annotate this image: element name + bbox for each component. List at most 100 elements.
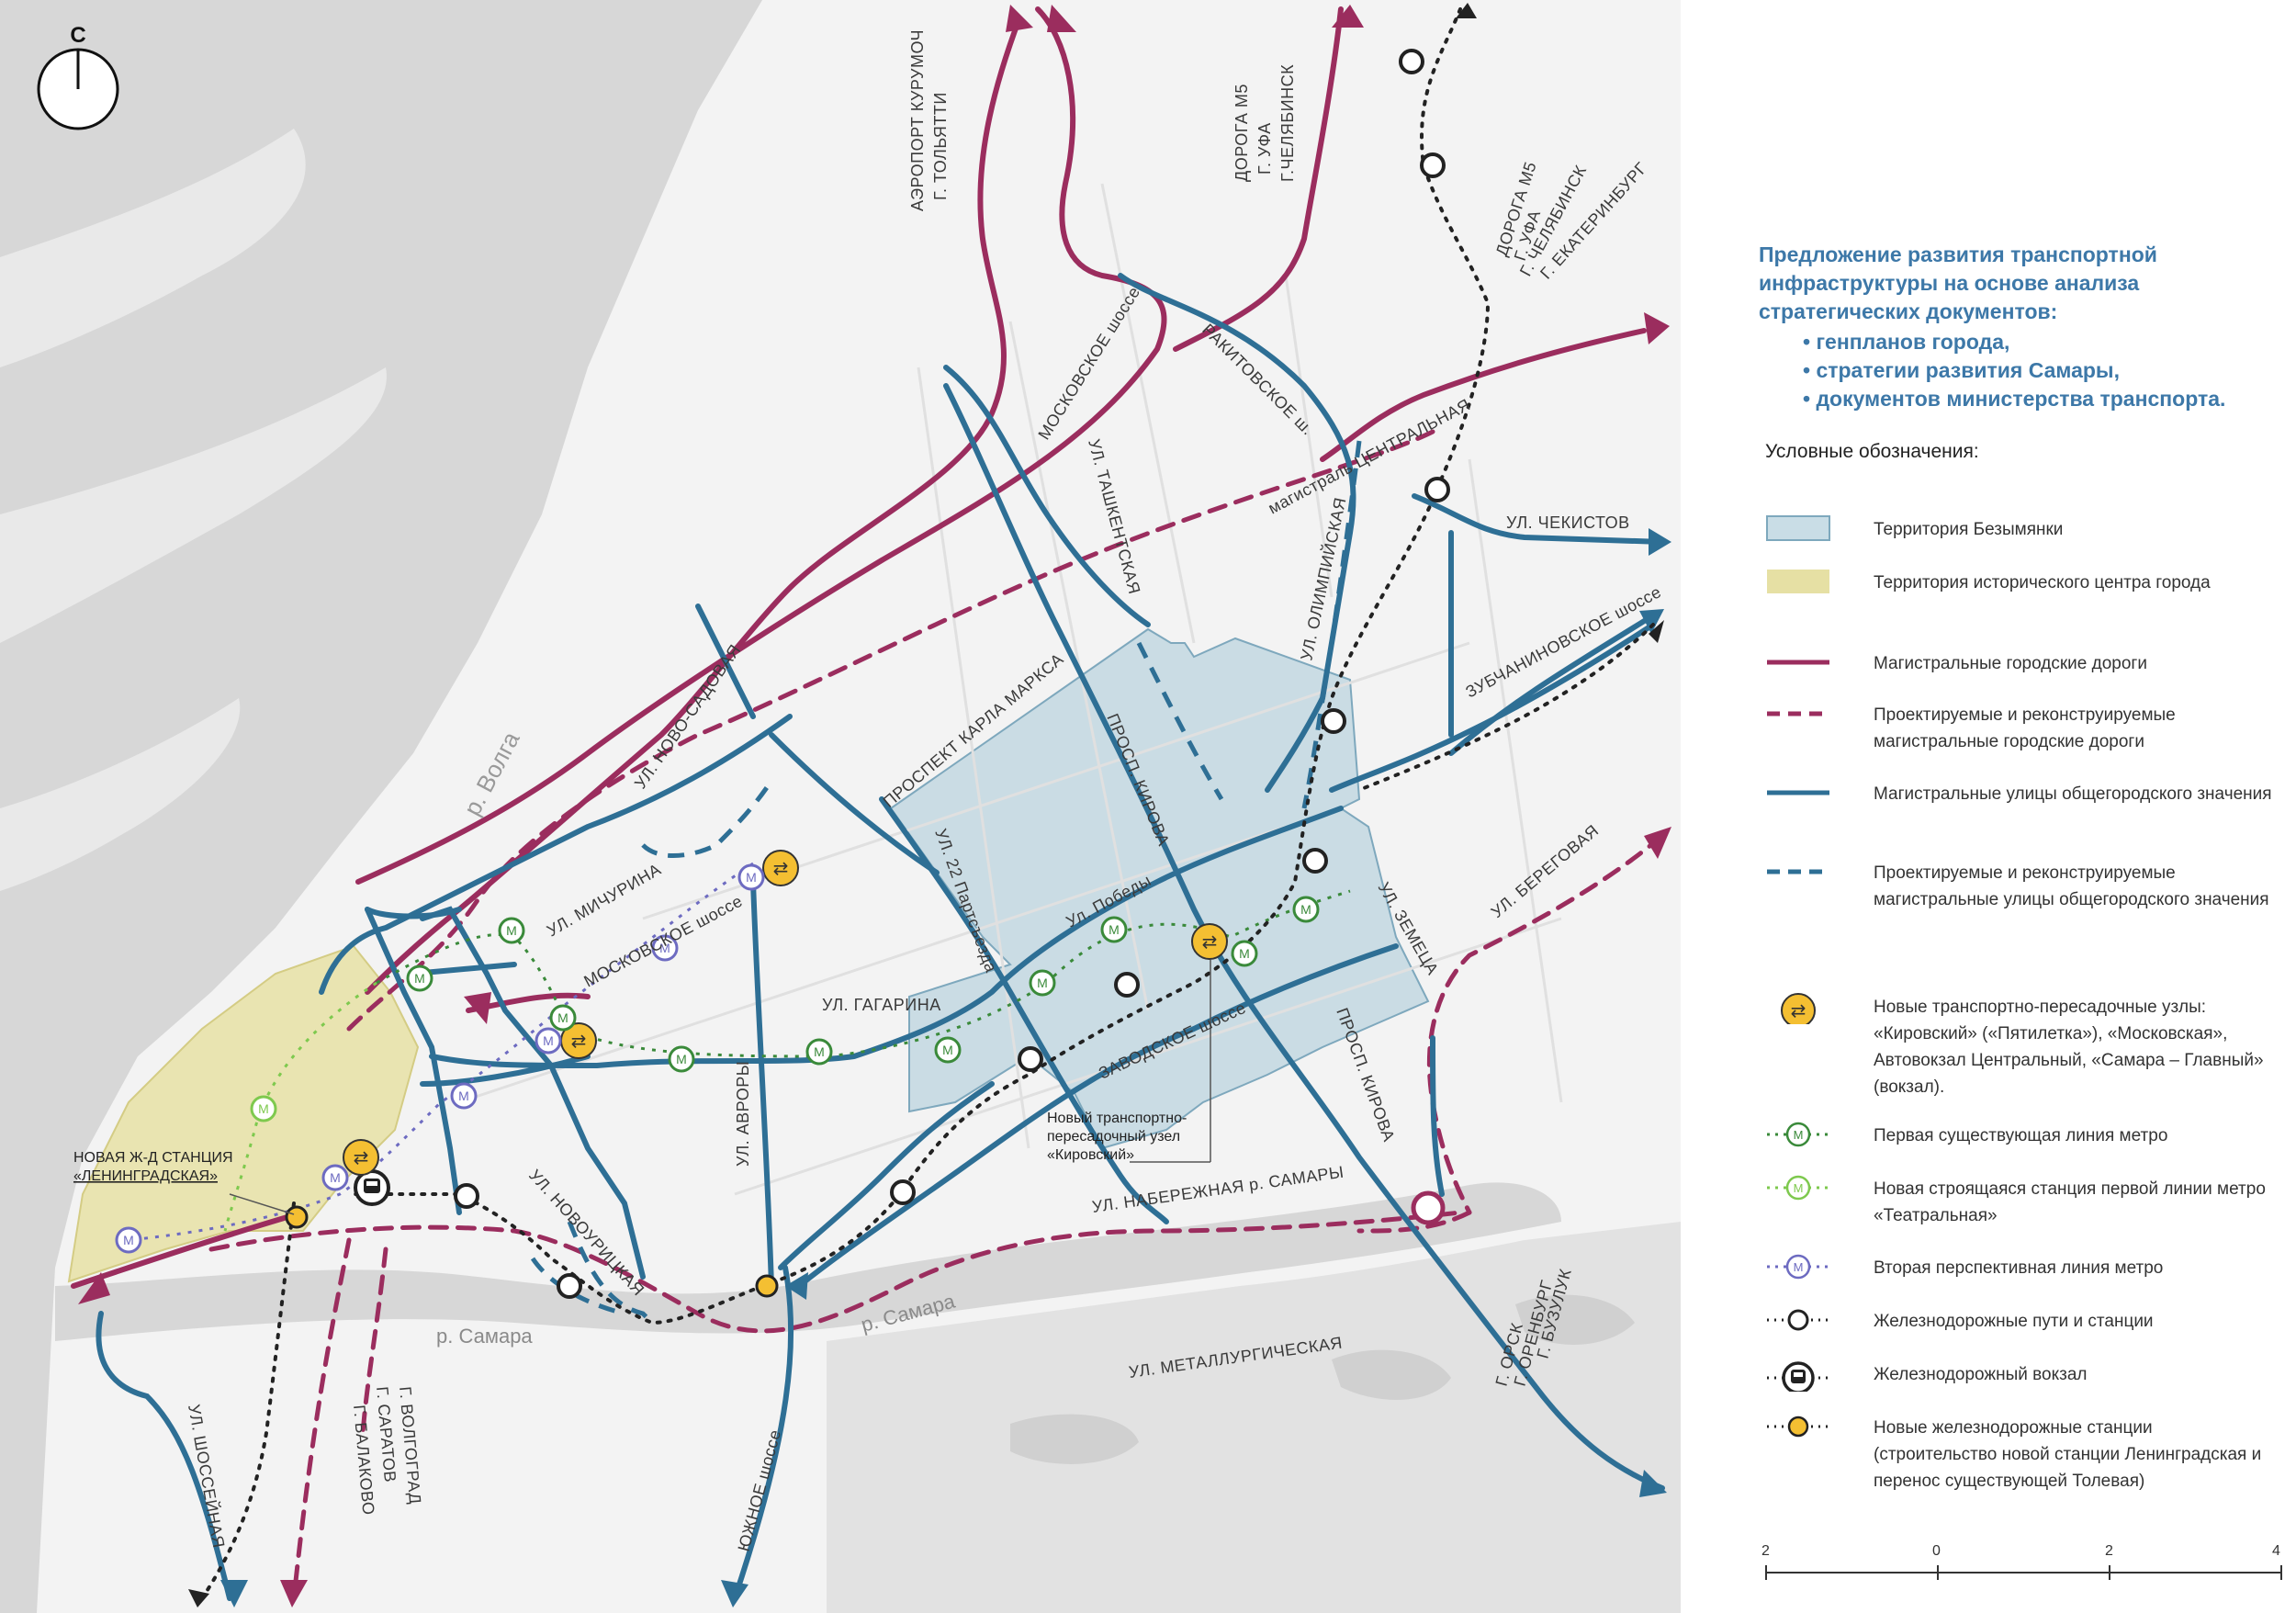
legend-label: Магистральные улицы общегородского значе…	[1874, 784, 2272, 804]
road-volgograd	[360, 1246, 388, 1436]
street-novo-sadovaya	[319, 714, 793, 995]
metro-line-1	[376, 889, 1351, 1058]
railway-arrows	[188, 3, 1664, 1607]
label-avrory: УЛ. АВРОРЫ	[734, 1061, 752, 1167]
main-streets	[96, 273, 1665, 1601]
street-partsezda	[879, 796, 1169, 1224]
legend-label: Первая существующая линия метро	[1874, 1126, 2168, 1145]
street-east-south	[1430, 1035, 1445, 1197]
street-rakitovskoe	[1118, 273, 1356, 793]
label-samara: р. Самара	[436, 1325, 533, 1348]
metro-station	[934, 1036, 962, 1064]
metro-stations-line-2	[115, 863, 765, 1254]
svg-text:⇄: ⇄	[773, 857, 789, 879]
label-tolyatti: Г. ТОЛЬЯТТИ	[931, 92, 950, 200]
metro-station-new: М	[250, 1095, 277, 1122]
title-bullets: генпланов города, стратегии развития Сам…	[1759, 328, 2273, 413]
street-ushossejnaya	[96, 1311, 232, 1601]
legend-label: Магистральные городские дороги	[1874, 654, 2147, 673]
metro-symbol: М	[676, 1052, 687, 1066]
street-north-link	[943, 365, 1151, 627]
metro-station	[498, 917, 525, 944]
metro-symbol: М	[814, 1044, 825, 1059]
label-gagarina: УЛ. ГАГАРИНА	[822, 996, 941, 1014]
projected-road-swatch	[1767, 711, 1829, 716]
metro-station	[668, 1045, 695, 1073]
projected-streets	[530, 440, 1362, 1325]
north-arrow: С	[37, 23, 119, 130]
metro-station	[549, 1004, 577, 1032]
floodplain-lakes	[1010, 1294, 1635, 1464]
legend-item-main-streets: Магистральные улицы общегородского значе…	[1765, 779, 2279, 806]
hub-kirovsky: ⇄	[1191, 923, 1228, 960]
transfer-hub-icon: ⇄	[1781, 993, 1816, 1024]
metro-symbol: М	[942, 1043, 953, 1057]
legend-label: Железнодорожные пути и станции	[1874, 1312, 2154, 1331]
historic-center-swatch	[1767, 570, 1829, 593]
samara-river	[55, 1182, 1561, 1341]
scale-ruler	[1765, 1565, 2282, 1580]
metro-station-labels-line-2: М М М М М М	[123, 870, 757, 1247]
legend-item-main-roads: Магистральные городские дороги	[1765, 649, 2279, 676]
metro-symbol: М	[458, 1088, 469, 1103]
railway-station	[1302, 848, 1328, 874]
main-road-arrows	[78, 5, 1670, 1304]
new-railway-station-icon	[1767, 1416, 1829, 1438]
railway-line	[200, 7, 1655, 1600]
metro-station	[1292, 896, 1320, 923]
railway-station	[1424, 477, 1450, 502]
metro-symbol: М	[1239, 946, 1250, 961]
legend-item-bezymyanka: Территория Безымянки	[1765, 514, 2279, 542]
title-bullet: генпланов города,	[1803, 328, 2273, 356]
road-balakovo	[291, 1237, 352, 1601]
label-ufa: Г. УФА	[1255, 122, 1274, 175]
street-kirova	[943, 383, 1665, 1491]
street-avrory	[750, 879, 774, 1289]
volga-islands	[0, 129, 387, 891]
legend-panel: Предложение развития транспортной инфрас…	[1681, 0, 2296, 1613]
railway-station	[1420, 152, 1446, 178]
legend-item-projected-streets: Проектируемые и реконструируемые магистр…	[1765, 858, 2279, 909]
svg-text:М: М	[1794, 1128, 1804, 1142]
road-south-west	[71, 1210, 306, 1289]
leningradskaya-leader	[229, 1193, 295, 1215]
label-chekistov: УЛ. ЧЕКИСТОВ	[1506, 513, 1630, 532]
metro-stations-line-1	[406, 896, 1320, 1073]
svg-text:⇄: ⇄	[1202, 931, 1218, 953]
metro-station	[1231, 940, 1258, 967]
legend-label: Новые транспортно-пересадочные узлы: «Ки…	[1874, 998, 2264, 1097]
railway-terminal	[354, 1169, 390, 1206]
legend-item-metro-new: М Новая строящаяся станция первой линии …	[1765, 1174, 2279, 1225]
metro-station	[535, 1027, 562, 1055]
scale-label: 2	[2105, 1543, 2113, 1559]
street-zubchaninovskoe	[1448, 613, 1656, 756]
leningradskaya-note-1: НОВАЯ Ж-Д СТАНЦИЯ	[73, 1150, 233, 1166]
railway-station	[557, 1273, 582, 1299]
street-novouritskaya	[567, 1221, 654, 1325]
scale-label: 0	[1932, 1543, 1941, 1559]
svg-text:⇄: ⇄	[571, 1030, 587, 1052]
railway-station-icon	[1767, 1309, 1829, 1331]
main-street-arrows	[220, 528, 1671, 1607]
street-karla-marksa	[769, 732, 940, 875]
title-bullet: документов министерства транспорта.	[1803, 385, 2273, 413]
city-map: ⇄ ⇄ ⇄ ⇄ М М М М М М М М М	[0, 0, 1681, 1613]
street-olimpiyskaya	[1301, 440, 1362, 809]
metro-station	[737, 863, 765, 891]
new-railway-station	[285, 1205, 309, 1229]
railway-station	[1018, 1046, 1043, 1072]
legend-item-projected-roads: Проектируемые и реконструируемые магистр…	[1765, 700, 2279, 751]
legend-label: Проектируемые и реконструируемые магистр…	[1874, 705, 2176, 751]
metro-symbol: М	[1300, 902, 1311, 917]
metro-symbol: М	[330, 1170, 341, 1185]
scale-label: 4	[2272, 1543, 2280, 1559]
svg-text:⇄: ⇄	[354, 1146, 369, 1168]
legend-label: Новые железнодорожные станции (строитель…	[1874, 1418, 2262, 1491]
transport-hubs: ⇄ ⇄ ⇄ ⇄	[343, 850, 1228, 1176]
legend-label: Территория исторического центра города	[1874, 573, 2211, 592]
kirovsky-note-1: Новый транспортно-	[1047, 1111, 1187, 1126]
new-railway-stations	[285, 1205, 779, 1298]
metro-station	[115, 1226, 142, 1254]
metro-symbol: М	[557, 1010, 568, 1025]
legend-label: Территория Безымянки	[1874, 520, 2064, 539]
